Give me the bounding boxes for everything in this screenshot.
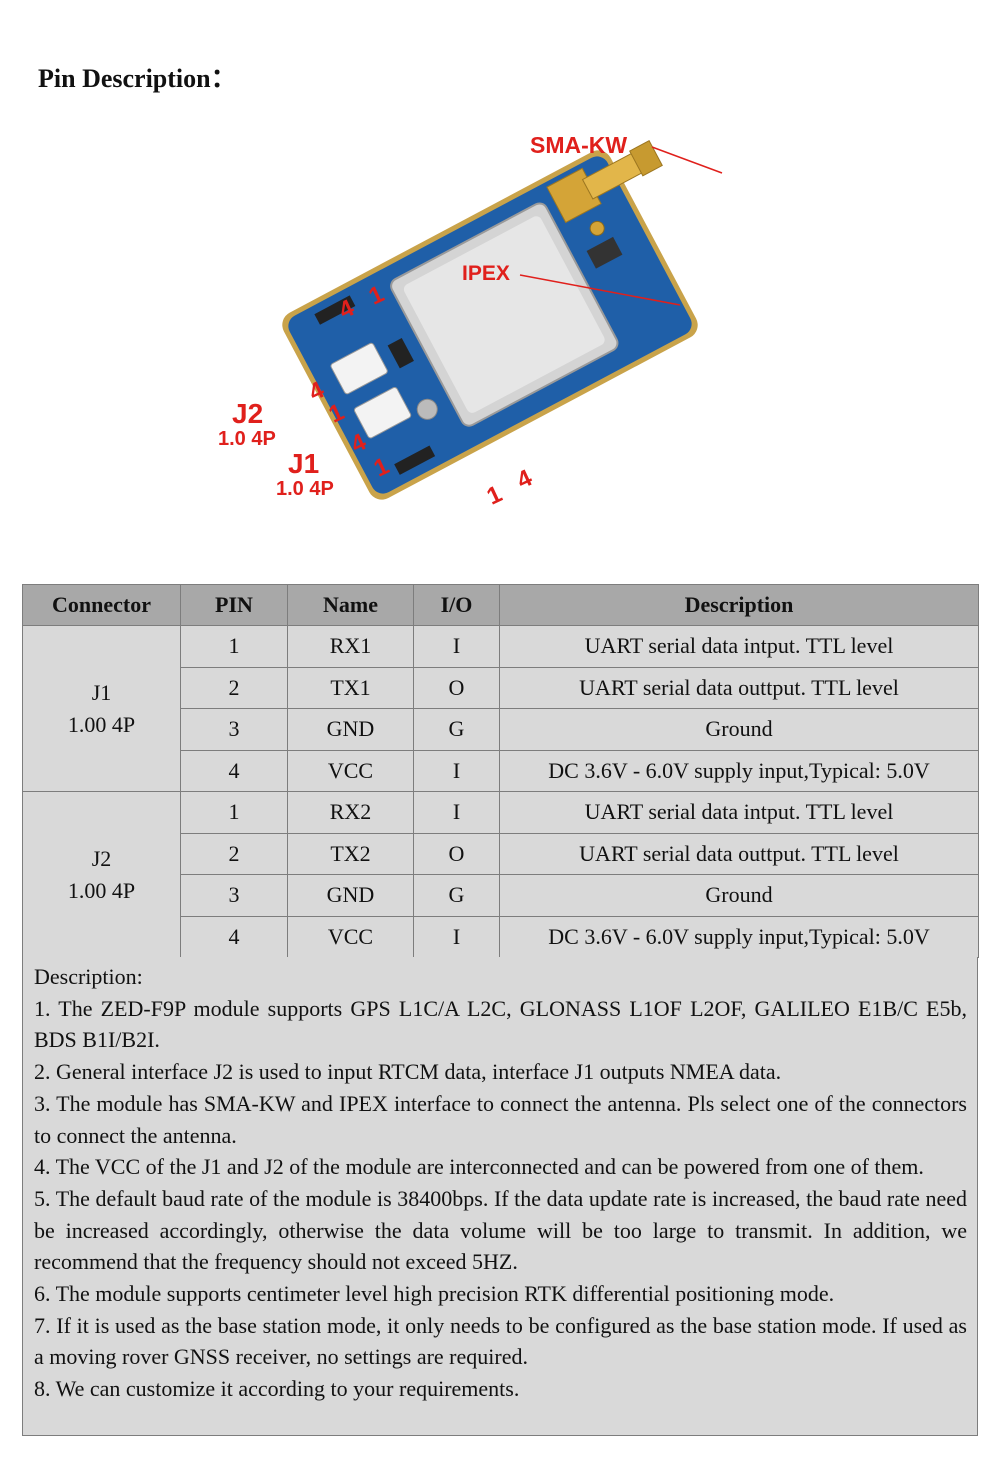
description-cell: UART serial data intput. TTL level <box>499 625 979 668</box>
description-cell: UART serial data outtput. TTL level <box>499 666 979 709</box>
name-cell: RX1 <box>287 625 414 668</box>
table-row: 2 TX2 O UART serial data outtput. TTL le… <box>23 832 979 875</box>
column-header: PIN <box>180 584 288 626</box>
table-row: 4 VCC I DC 3.6V - 6.0V supply input,Typi… <box>23 749 979 792</box>
pin-cell: 3 <box>180 708 288 751</box>
connector-cell: J1 1.00 4P <box>22 625 181 792</box>
description-cell: Ground <box>499 708 979 751</box>
io-cell: O <box>413 832 500 875</box>
description-item: 5. The default baud rate of the module i… <box>34 1185 967 1275</box>
connector-spec: 1.00 4P <box>67 877 136 903</box>
ipex-label: IPEX <box>462 262 510 285</box>
description-item: 7. If it is used as the base station mod… <box>34 1312 967 1370</box>
table-row: J1 1.00 4P 1 RX1 I UART serial data intp… <box>22 625 979 792</box>
column-header: I/O <box>413 584 500 626</box>
table-row: J2 1.00 4P 1 RX2 I UART serial data intp… <box>22 791 979 958</box>
j1-spec-label: 1.0 4P <box>276 478 334 500</box>
description-item: 8. We can customize it according to your… <box>34 1376 520 1402</box>
j2-connector <box>330 342 388 395</box>
description-cell: UART serial data outtput. TTL level <box>499 832 979 875</box>
page-title: Pin Description： <box>38 64 237 93</box>
table-row: 3 GND G Ground <box>23 874 979 917</box>
description-item: 4. The VCC of the J1 and J2 of the modul… <box>34 1154 924 1180</box>
description-box: Description: 1. The ZED-F9P module suppo… <box>22 957 978 1436</box>
io-cell: I <box>413 625 500 668</box>
pin-cell: 4 <box>180 749 288 792</box>
io-cell: I <box>413 915 500 958</box>
description-item: 2. General interface J2 is used to input… <box>34 1059 782 1085</box>
name-cell: VCC <box>287 749 414 792</box>
description-cell: DC 3.6V - 6.0V supply input,Typical: 5.0… <box>499 749 979 792</box>
connector-name: J1 <box>91 679 112 705</box>
description-item: 6. The module supports centimeter level … <box>34 1281 835 1307</box>
io-cell: I <box>413 791 500 834</box>
column-header: Description <box>499 584 979 626</box>
j2-spec-label: 1.0 4P <box>218 428 276 450</box>
description-item: 1. The ZED-F9P module supports GPS L1C/A… <box>34 995 967 1053</box>
io-cell: G <box>413 874 500 917</box>
pin-cell: 3 <box>180 874 288 917</box>
connector-spec: 1.00 4P <box>67 711 136 737</box>
table-row: 3 GND G Ground <box>23 708 979 751</box>
gnss-board-illustration <box>282 140 723 500</box>
connector-cell: J2 1.00 4P <box>22 791 181 958</box>
j2-label: J2 <box>232 398 264 429</box>
ipex-connector <box>589 220 605 236</box>
description-cell: Ground <box>499 874 979 917</box>
description-title: Description: <box>34 964 143 989</box>
table-row: 2 TX1 O UART serial data outtput. TTL le… <box>23 666 979 709</box>
connector-name: J2 <box>91 845 112 871</box>
pin-cell: 1 <box>180 791 288 834</box>
sma-kw-label: SMA-KW <box>530 132 628 158</box>
column-header: Connector <box>22 584 181 626</box>
j1-connector <box>353 386 412 439</box>
product-photo <box>210 125 770 525</box>
name-cell: GND <box>287 874 414 917</box>
description-item: 3. The module has SMA-KW and IPEX interf… <box>34 1090 967 1148</box>
pin-cell: 4 <box>180 915 288 958</box>
name-cell: GND <box>287 708 414 751</box>
name-cell: TX2 <box>287 832 414 875</box>
description-cell: UART serial data intput. TTL level <box>499 791 979 834</box>
name-cell: RX2 <box>287 791 414 834</box>
header-top <box>314 295 356 325</box>
pin-table: Connector PIN Name I/O Description J1 1.… <box>22 584 979 958</box>
io-cell: O <box>413 666 500 709</box>
io-cell: I <box>413 749 500 792</box>
pin-cell: 2 <box>180 666 288 709</box>
j1-label: J1 <box>288 448 320 479</box>
description-cell: DC 3.6V - 6.0V supply input,Typical: 5.0… <box>499 915 979 958</box>
name-cell: TX1 <box>287 666 414 709</box>
pin-cell: 2 <box>180 832 288 875</box>
io-cell: G <box>413 708 500 751</box>
table-header-row: Connector PIN Name I/O Description <box>22 584 979 626</box>
column-header: Name <box>287 584 414 626</box>
name-cell: VCC <box>287 915 414 958</box>
header-bottom <box>394 445 436 475</box>
pin-cell: 1 <box>180 625 288 668</box>
module-shield <box>403 216 605 413</box>
